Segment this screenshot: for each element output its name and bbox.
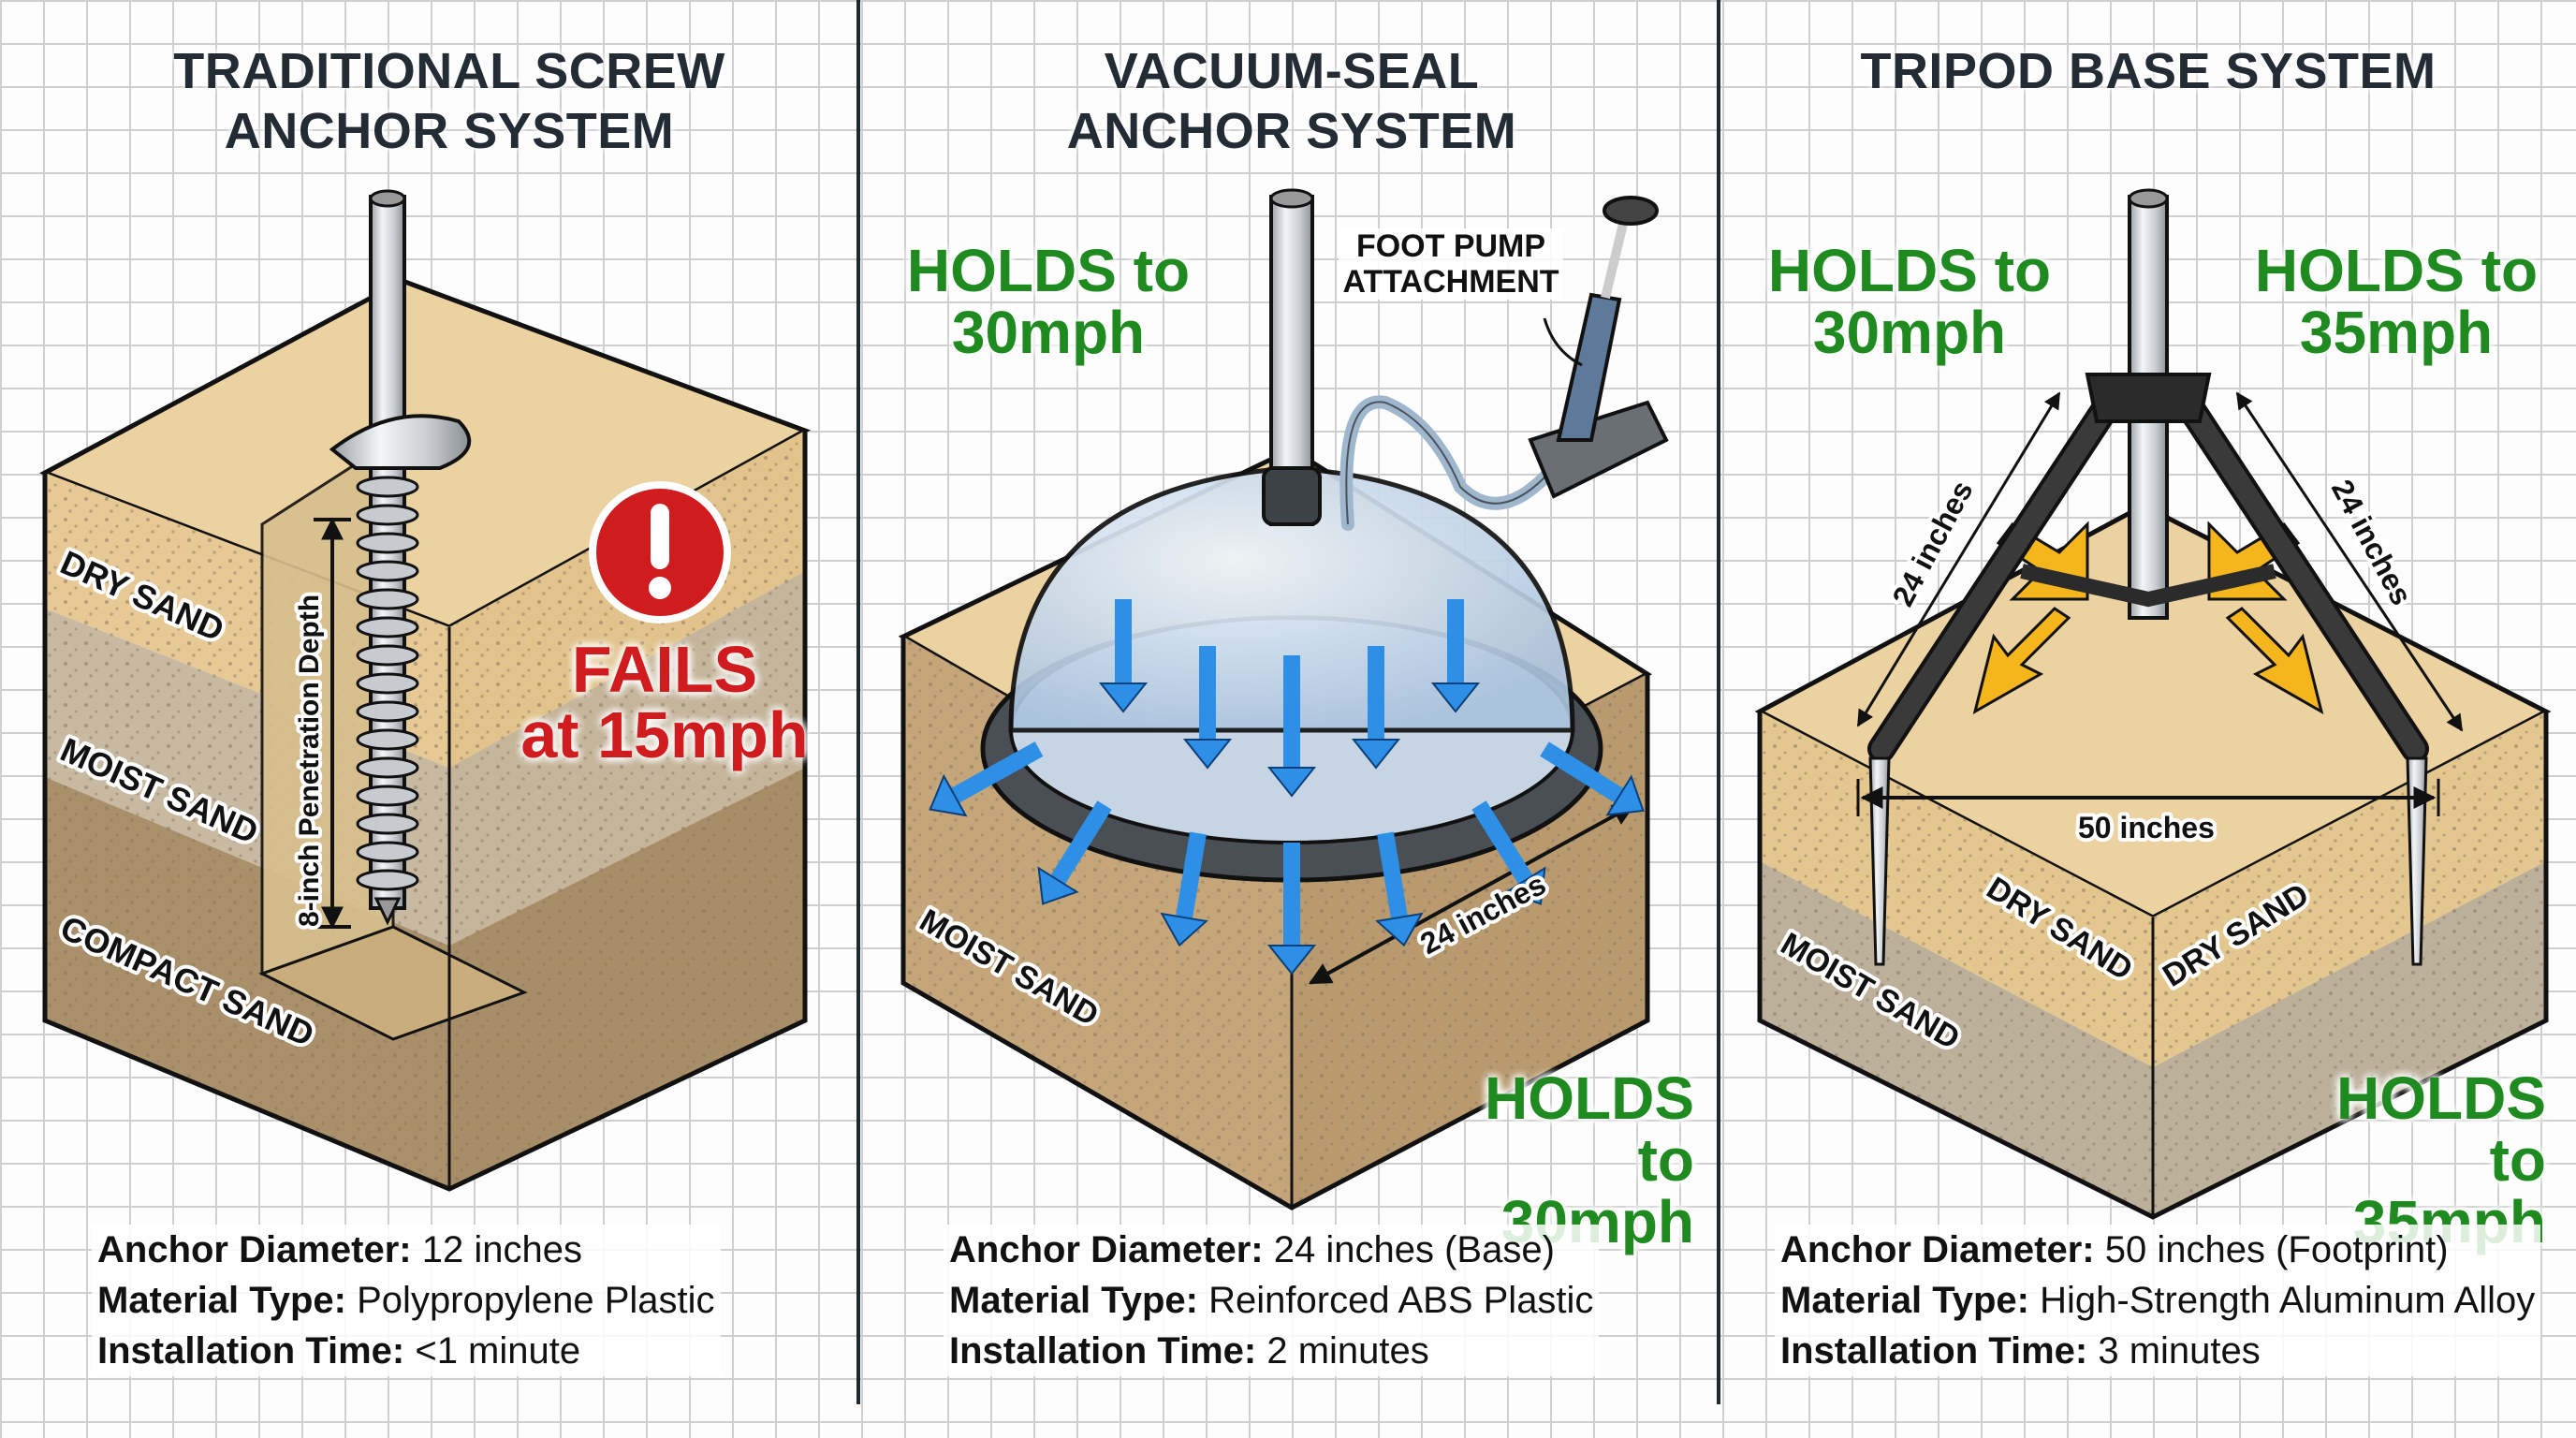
screw-anchor-illustration bbox=[38, 189, 811, 1192]
panel-divider-right bbox=[1717, 0, 1720, 1404]
callout-line: ATTACHMENT bbox=[1342, 264, 1559, 300]
leg-length-label-left: 24 inches bbox=[1885, 476, 1979, 612]
spec-value: 2 minutes bbox=[1266, 1330, 1429, 1372]
spec-row: Installation Time: 3 minutes bbox=[1780, 1326, 2535, 1376]
suction-arrow-head bbox=[1266, 767, 1317, 798]
penetration-depth-label: 8-inch Penetration Depth bbox=[294, 594, 325, 927]
spec-value: 3 minutes bbox=[2098, 1330, 2261, 1372]
screw-thread bbox=[356, 841, 419, 863]
title-line: ANCHOR SYSTEM bbox=[224, 103, 675, 159]
screw-thread bbox=[356, 504, 419, 526]
holds-line: HOLDS to bbox=[906, 237, 1191, 304]
callout-line: FOOT PUMP bbox=[1355, 228, 1546, 264]
holds-line: 30mph bbox=[1812, 299, 2007, 366]
panel-title-vacuum-seal: VACUUM-SEAL ANCHOR SYSTEM bbox=[899, 41, 1685, 161]
spec-label: Installation Time: bbox=[97, 1330, 405, 1372]
spec-row: Anchor Diameter: 12 inches bbox=[97, 1225, 715, 1275]
holds-line: HOLDS bbox=[2336, 1064, 2546, 1132]
title-line: TRIPOD BASE SYSTEM bbox=[1860, 43, 2437, 99]
screw-thread bbox=[356, 588, 419, 610]
foot-pump-callout: FOOT PUMP ATTACHMENT bbox=[1339, 228, 1563, 300]
screw-thread bbox=[356, 532, 419, 554]
spec-row: Anchor Diameter: 24 inches (Base) bbox=[949, 1225, 1593, 1275]
spec-row: Installation Time: <1 minute bbox=[97, 1326, 715, 1376]
suction-arrow-shaft bbox=[1540, 741, 1624, 803]
status-line: FAILS bbox=[571, 633, 758, 706]
screw-thread bbox=[356, 756, 419, 779]
screw-thread bbox=[356, 813, 419, 835]
suction-arrow-shaft bbox=[1377, 831, 1408, 919]
spec-row: Material Type: Polypropylene Plastic bbox=[97, 1275, 715, 1326]
holds-line: HOLDS to bbox=[1767, 237, 2052, 304]
spec-value: 12 inches bbox=[421, 1229, 582, 1270]
spec-value: 50 inches (Footprint) bbox=[2104, 1229, 2449, 1270]
holds-rating-top: HOLDS to 30mph bbox=[889, 240, 1208, 363]
spec-label: Material Type: bbox=[949, 1280, 1198, 1321]
spec-value: Reinforced ABS Plastic bbox=[1208, 1280, 1594, 1321]
spec-value: Polypropylene Plastic bbox=[357, 1280, 715, 1321]
suction-force-arrows bbox=[929, 599, 1645, 976]
spec-row: Material Type: Reinforced ABS Plastic bbox=[949, 1275, 1593, 1326]
suction-arrow-shaft bbox=[950, 741, 1044, 803]
suction-arrow-head bbox=[1605, 774, 1645, 816]
spec-row: Anchor Diameter: 50 inches (Footprint) bbox=[1780, 1225, 2535, 1275]
screw-thread bbox=[356, 869, 419, 891]
spec-label: Anchor Diameter: bbox=[1780, 1229, 2095, 1270]
screw-thread bbox=[356, 728, 419, 751]
title-line: ANCHOR SYSTEM bbox=[1066, 103, 1517, 159]
suction-arrow-head bbox=[1430, 682, 1481, 713]
span-width-label: 50 inches bbox=[2078, 811, 2215, 844]
specs-list-screw-anchor: Anchor Diameter: 12 inches Material Type… bbox=[92, 1225, 721, 1376]
screw-thread bbox=[356, 560, 419, 582]
leg-length-label-right: 24 inches bbox=[2325, 474, 2419, 610]
holds-line: 35mph bbox=[2299, 299, 2494, 366]
screw-thread bbox=[356, 616, 419, 638]
suction-arrow-head bbox=[929, 773, 968, 817]
title-line: TRADITIONAL SCREW bbox=[173, 43, 725, 99]
spec-row: Material Type: High-Strength Aluminum Al… bbox=[1780, 1275, 2535, 1326]
suction-arrow-head bbox=[1375, 912, 1424, 947]
suction-arrow-shaft bbox=[1050, 800, 1112, 885]
fail-status-label: FAILS at 15mph bbox=[496, 637, 833, 768]
spec-label: Anchor Diameter: bbox=[97, 1229, 412, 1270]
holds-line: 30mph bbox=[951, 299, 1146, 366]
suction-arrow-head bbox=[1351, 739, 1401, 770]
screw-thread bbox=[356, 700, 419, 723]
panel-title-tripod: TRIPOD BASE SYSTEM bbox=[1760, 41, 2537, 101]
spec-value: High-Strength Aluminum Alloy bbox=[2040, 1280, 2536, 1321]
holds-rating-left: HOLDS to 30mph bbox=[1750, 240, 2069, 363]
panel-title-screw-anchor: TRADITIONAL SCREW ANCHOR SYSTEM bbox=[56, 41, 842, 161]
holds-line: HOLDS to bbox=[2254, 237, 2539, 304]
panel-divider-left bbox=[856, 0, 860, 1404]
specs-list-tripod: Anchor Diameter: 50 inches (Footprint) M… bbox=[1775, 1225, 2541, 1376]
title-line: VACUUM-SEAL bbox=[1104, 43, 1480, 99]
tripod-illustration bbox=[1754, 188, 2552, 1220]
specs-list-vacuum-seal: Anchor Diameter: 24 inches (Base) Materi… bbox=[944, 1225, 1600, 1376]
suction-arrow-shaft bbox=[1176, 831, 1207, 919]
suction-arrow-head bbox=[1037, 866, 1079, 905]
spec-label: Material Type: bbox=[97, 1280, 346, 1321]
spec-label: Installation Time: bbox=[1780, 1330, 2088, 1372]
holds-rating-right: HOLDS to 35mph bbox=[2237, 240, 2555, 363]
suction-arrow-head bbox=[1266, 945, 1317, 976]
suction-arrow-shaft bbox=[1471, 800, 1533, 885]
foot-pump-icon bbox=[1528, 400, 1669, 499]
spec-label: Material Type: bbox=[1780, 1280, 2029, 1321]
suction-arrow-head bbox=[1182, 739, 1233, 770]
screw-thread bbox=[356, 476, 419, 498]
screw-thread bbox=[356, 672, 419, 695]
screw-thread bbox=[356, 785, 419, 807]
suction-arrow-head bbox=[1504, 866, 1546, 905]
spec-row: Installation Time: 2 minutes bbox=[949, 1326, 1593, 1376]
holds-line: HOLDS bbox=[1485, 1064, 1694, 1132]
spec-label: Installation Time: bbox=[949, 1330, 1257, 1372]
spec-label: Anchor Diameter: bbox=[949, 1229, 1264, 1270]
status-line: at 15mph bbox=[520, 698, 809, 771]
suction-arrow-head bbox=[1160, 912, 1208, 947]
spec-value: <1 minute bbox=[415, 1330, 581, 1372]
suction-arrow-head bbox=[1098, 682, 1149, 713]
spec-value: 24 inches (Base) bbox=[1273, 1229, 1555, 1270]
screw-thread bbox=[356, 644, 419, 667]
